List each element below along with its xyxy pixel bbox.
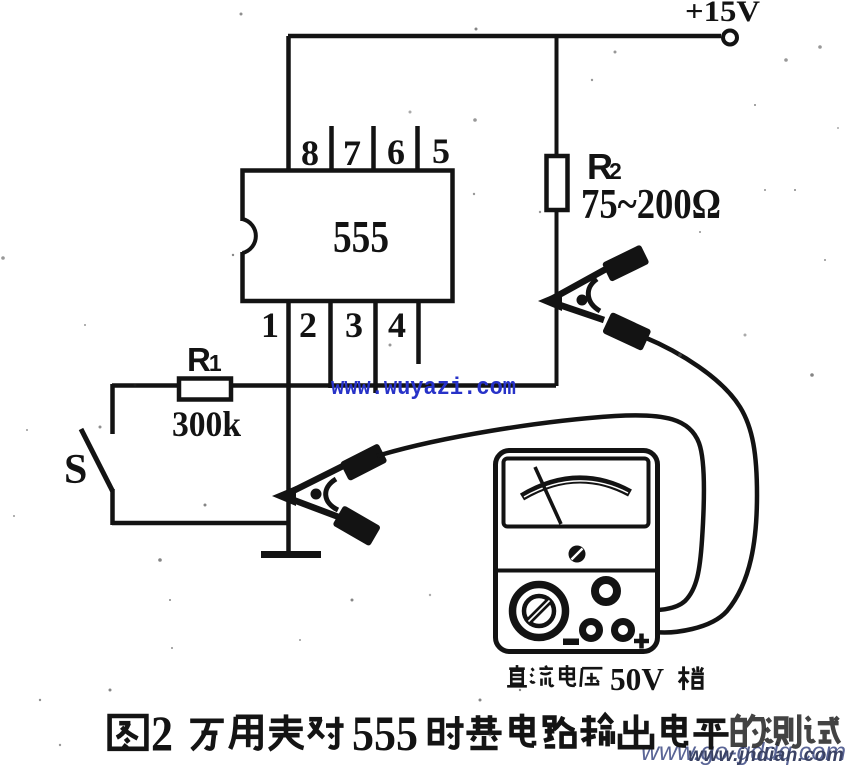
svg-text:2: 2 <box>151 705 173 761</box>
svg-text:S: S <box>64 447 87 493</box>
svg-text:3: 3 <box>345 305 363 345</box>
svg-text:1: 1 <box>261 305 279 345</box>
svg-text:+15V: +15V <box>685 0 760 28</box>
svg-text:www.jndian.com: www.jndian.com <box>688 745 844 766</box>
svg-text:4: 4 <box>388 305 406 345</box>
svg-text:555: 555 <box>333 212 389 262</box>
svg-text:50V: 50V <box>610 661 664 697</box>
svg-text:7: 7 <box>343 133 361 173</box>
svg-text:300k: 300k <box>172 404 241 444</box>
svg-text:8: 8 <box>301 133 319 173</box>
svg-text:555: 555 <box>352 705 418 761</box>
svg-text:5: 5 <box>432 131 450 171</box>
svg-text:2: 2 <box>299 305 317 345</box>
svg-text:6: 6 <box>387 132 405 172</box>
svg-text:75~200Ω: 75~200Ω <box>581 182 721 228</box>
svg-text:www.wuyazi.com: www.wuyazi.com <box>331 375 516 402</box>
